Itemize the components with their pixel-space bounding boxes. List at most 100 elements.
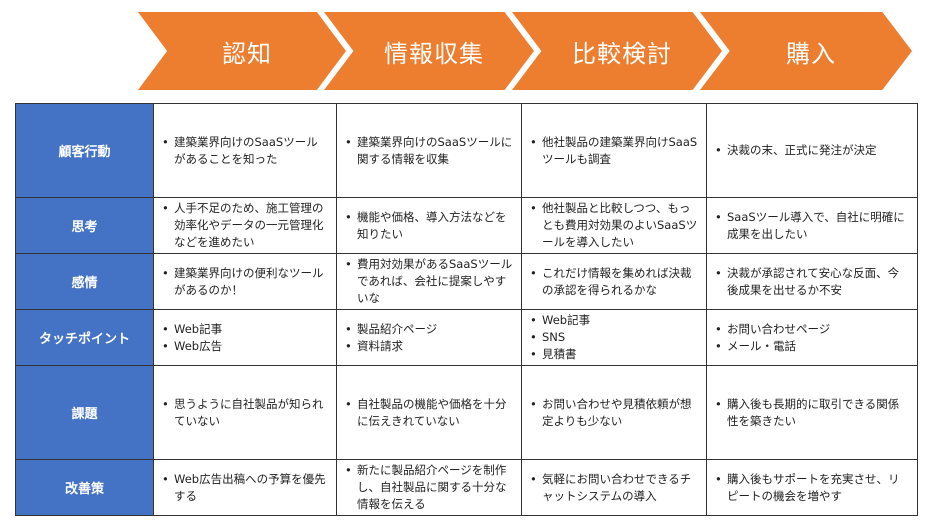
bullet-item: 資料請求 [343,338,513,355]
bullet-item: 機能や価格、導入方法などを知りたい [343,209,513,243]
bullet-list: 決裁が承認されて安心な反面、今後成果を出せるか不安 [713,265,909,299]
cell-improvement-purchase: 購入後もサポートを充実させ、リピートの機会を増やす [706,459,918,516]
bullet-item: 製品紹介ページ [343,321,513,338]
bullet-item: 決裁が承認されて安心な反面、今後成果を出せるか不安 [713,265,909,299]
table-row-improvement: 改善策Web広告出稿への予算を優先する新たに製品紹介ページを制作し、自社製品に関… [15,459,918,516]
stage-arrow-comparison: 比較検討 [512,12,722,90]
bullet-list: 人手不足のため、施工管理の効率化やデータの一元管理化などを進めたい [160,200,328,251]
cell-touchpoint-awareness: Web記事Web広告 [153,309,337,366]
bullet-item: 他社製品と比較しつつ、もっとも費用対効果のよいSaaSツールを導入したい [528,200,698,251]
cell-thinking-awareness: 人手不足のため、施工管理の効率化やデータの一元管理化などを進めたい [153,197,337,254]
cell-touchpoint-information-gathering: 製品紹介ページ資料請求 [336,309,522,366]
bullet-list: 思うように自社製品が知られていない [160,396,328,430]
cell-emotion-awareness: 建築業界向けの便利なツールがあるのか！ [153,253,337,310]
bullet-list: 購入後もサポートを充実させ、リピートの機会を増やす [713,471,909,505]
table-row-touchpoint: タッチポイントWeb記事Web広告製品紹介ページ資料請求Web記事SNS見積書お… [15,309,918,366]
bullet-list: これだけ情報を集めれば決裁の承認を得られるかな [528,265,698,299]
bullet-item: お問い合わせや見積依頼が想定よりも少ない [528,396,698,430]
bullet-list: 費用対効果があるSaaSツールであれば、会社に提案しやすいな [343,256,513,307]
bullet-list: 新たに製品紹介ページを制作し、自社製品に関する十分な情報を伝える [343,462,513,513]
row-header-emotion: 感情 [15,253,154,310]
bullet-list: Web記事SNS見積書 [528,312,698,363]
bullet-item: 新たに製品紹介ページを制作し、自社製品に関する十分な情報を伝える [343,462,513,513]
journey-table-body: 顧客行動建築業界向けのSaaSツールがあることを知った建築業界向けのSaaSツー… [15,103,918,516]
stage-label: 認知 [222,39,272,68]
table-row-emotion: 感情建築業界向けの便利なツールがあるのか！ 費用対効果があるSaaSツールであれば… [15,253,918,310]
bullet-list: 気軽にお問い合わせできるチャットシステムの導入 [528,471,698,505]
bullet-item: 決裁の末、正式に発注が決定 [713,142,909,159]
cell-thinking-information-gathering: 機能や価格、導入方法などを知りたい [336,197,522,254]
bullet-item: 自社製品の機能や価格を十分に伝えきれていない [343,396,513,430]
bullet-list: 他社製品の建築業界向けSaaSツールも調査 [528,134,698,168]
bullet-list: 建築業界向けの便利なツールがあるのか！ [160,265,328,299]
cell-issue-purchase: 購入後も長期的に取引できる関係性を築きたい [706,365,918,460]
bullet-list: 機能や価格、導入方法などを知りたい [343,209,513,243]
bullet-item: 思うように自社製品が知られていない [160,396,328,430]
bullet-item: Web広告 [160,338,328,355]
bullet-item: SaaSツール導入で、自社に明確に成果を出したい [713,209,909,243]
bullet-list: 製品紹介ページ資料請求 [343,321,513,355]
row-header-thinking: 思考 [15,197,154,254]
bullet-list: お問い合わせや見積依頼が想定よりも少ない [528,396,698,430]
table-row-thinking: 思考人手不足のため、施工管理の効率化やデータの一元管理化などを進めたい機能や価格… [15,197,918,254]
bullet-list: SaaSツール導入で、自社に明確に成果を出したい [713,209,909,243]
bullet-list: 決裁の末、正式に発注が決定 [713,142,909,159]
bullet-item: 建築業界向けのSaaSツールがあることを知った [160,134,328,168]
bullet-item: 購入後も長期的に取引できる関係性を築きたい [713,396,909,430]
bullet-item: Web記事 [160,321,328,338]
stage-arrow-bar: 認知 情報収集 比較検討 購入 [0,12,940,90]
cell-improvement-comparison: 気軽にお問い合わせできるチャットシステムの導入 [521,459,707,516]
bullet-list: 建築業界向けのSaaSツールがあることを知った [160,134,328,168]
stage-arrow-purchase: 購入 [700,12,912,90]
bullet-list: 他社製品と比較しつつ、もっとも費用対効果のよいSaaSツールを導入したい [528,200,698,251]
bullet-list: 建築業界向けのSaaSツールに関する情報を収集 [343,134,513,168]
cell-touchpoint-purchase: お問い合わせページメール・電話 [706,309,918,366]
cell-issue-information-gathering: 自社製品の機能や価格を十分に伝えきれていない [336,365,522,460]
row-header-issue: 課題 [15,365,154,460]
cell-customer-action-awareness: 建築業界向けのSaaSツールがあることを知った [153,103,337,198]
bullet-item: 費用対効果があるSaaSツールであれば、会社に提案しやすいな [343,256,513,307]
row-header-touchpoint: タッチポイント [15,309,154,366]
bullet-item: お問い合わせページ [713,321,909,338]
cell-issue-comparison: お問い合わせや見積依頼が想定よりも少ない [521,365,707,460]
cell-issue-awareness: 思うように自社製品が知られていない [153,365,337,460]
bullet-item: SNS [528,329,698,346]
cell-thinking-purchase: SaaSツール導入で、自社に明確に成果を出したい [706,197,918,254]
customer-journey-table: 顧客行動建築業界向けのSaaSツールがあることを知った建築業界向けのSaaSツー… [15,103,918,516]
bullet-list: お問い合わせページメール・電話 [713,321,909,355]
bullet-list: Web記事Web広告 [160,321,328,355]
stage-label: 情報収集 [384,39,484,68]
bullet-item: 見積書 [528,346,698,363]
row-header-improvement: 改善策 [15,459,154,516]
bullet-item: 気軽にお問い合わせできるチャットシステムの導入 [528,471,698,505]
bullet-item: 人手不足のため、施工管理の効率化やデータの一元管理化などを進めたい [160,200,328,251]
bullet-list: 自社製品の機能や価格を十分に伝えきれていない [343,396,513,430]
stage-label: 購入 [786,39,836,68]
cell-customer-action-information-gathering: 建築業界向けのSaaSツールに関する情報を収集 [336,103,522,198]
stage-arrow-information-gathering: 情報収集 [324,12,534,90]
cell-emotion-purchase: 決裁が承認されて安心な反面、今後成果を出せるか不安 [706,253,918,310]
cell-customer-action-comparison: 他社製品の建築業界向けSaaSツールも調査 [521,103,707,198]
bullet-item: これだけ情報を集めれば決裁の承認を得られるかな [528,265,698,299]
bullet-item: メール・電話 [713,338,909,355]
bullet-item: 建築業界向けのSaaSツールに関する情報を収集 [343,134,513,168]
table-row-issue: 課題思うように自社製品が知られていない自社製品の機能や価格を十分に伝えきれていな… [15,365,918,460]
cell-improvement-information-gathering: 新たに製品紹介ページを制作し、自社製品に関する十分な情報を伝える [336,459,522,516]
cell-emotion-information-gathering: 費用対効果があるSaaSツールであれば、会社に提案しやすいな [336,253,522,310]
bullet-item: 購入後もサポートを充実させ、リピートの機会を増やす [713,471,909,505]
table-row-customer-action: 顧客行動建築業界向けのSaaSツールがあることを知った建築業界向けのSaaSツー… [15,103,918,198]
bullet-item: Web記事 [528,312,698,329]
row-header-customer-action: 顧客行動 [15,103,154,198]
cell-improvement-awareness: Web広告出稿への予算を優先する [153,459,337,516]
bullet-list: Web広告出稿への予算を優先する [160,471,328,505]
bullet-item: 建築業界向けの便利なツールがあるのか！ [160,265,328,299]
bullet-list: 購入後も長期的に取引できる関係性を築きたい [713,396,909,430]
stage-arrow-awareness: 認知 [138,12,346,90]
cell-customer-action-purchase: 決裁の末、正式に発注が決定 [706,103,918,198]
cell-emotion-comparison: これだけ情報を集めれば決裁の承認を得られるかな [521,253,707,310]
cell-thinking-comparison: 他社製品と比較しつつ、もっとも費用対効果のよいSaaSツールを導入したい [521,197,707,254]
bullet-item: Web広告出稿への予算を優先する [160,471,328,505]
cell-touchpoint-comparison: Web記事SNS見積書 [521,309,707,366]
bullet-item: 他社製品の建築業界向けSaaSツールも調査 [528,134,698,168]
stage-label: 比較検討 [572,39,672,68]
